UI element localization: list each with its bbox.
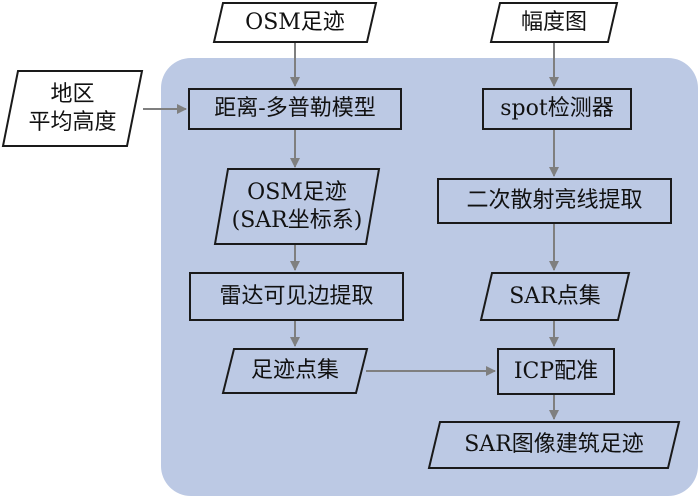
node-amplitude-image: 幅度图	[489, 2, 619, 43]
node-spot-detector: spot检测器	[482, 88, 632, 130]
node-osm-footprint: OSM足迹	[212, 2, 378, 43]
node-osm-footprint-sar: OSM足迹 (SAR坐标系)	[213, 168, 381, 245]
node-radar-visible-edge-extraction: 雷达可见边提取	[189, 272, 404, 321]
node-sar-building-footprint: SAR图像建筑足迹	[427, 421, 681, 469]
node-icp-registration: ICP配准	[497, 348, 615, 395]
node-sar-point-set: SAR点集	[479, 272, 631, 321]
node-range-doppler-model: 距离-多普勒模型	[188, 88, 402, 130]
node-footprint-point-set: 足迹点集	[221, 348, 369, 394]
node-region-avg-height: 地区 平均高度	[1, 70, 144, 147]
node-double-bounce-extraction: 二次散射亮线提取	[437, 178, 672, 224]
